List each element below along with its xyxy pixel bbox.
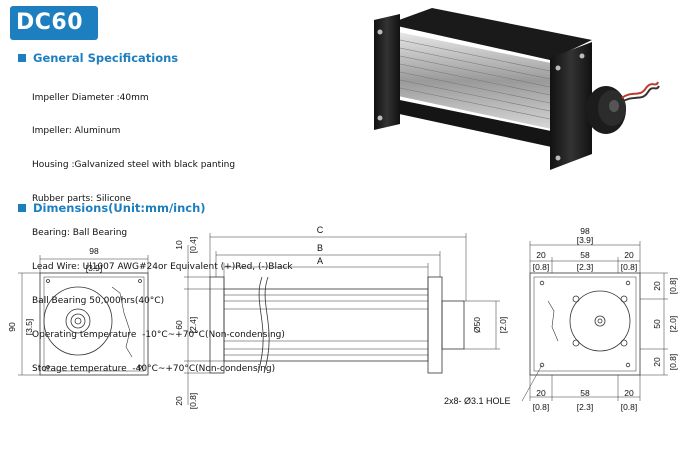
spec-line: Rubber parts: Silicone [32,194,132,205]
section-marker [18,204,26,212]
dimensions-heading: Dimensions(Unit:mm/inch) [18,201,206,215]
right-side-top-in: [0.8] [668,278,678,295]
front-bot-mm: 20 [174,396,184,406]
dim-c-label: C [317,225,324,235]
right-top-left-in: [0.8] [533,262,550,272]
right-bot-left-mm: 20 [536,388,546,398]
dimensions-title: Dimensions(Unit:mm/inch) [33,201,206,215]
right-bot-right-in: [0.8] [621,402,638,412]
left-width-in: [3.9] [86,263,103,273]
right-bot-right-mm: 20 [624,388,634,398]
product-photo [374,8,660,170]
right-bot-left-in: [0.8] [533,402,550,412]
right-top-right-mm: 20 [624,250,634,260]
right-side-mid-in: [2.0] [668,316,678,333]
spec-line: Impeller: Aluminum [32,126,121,137]
spec-line: Impeller Diameter :40mm [32,92,149,103]
right-width-mm: 98 [580,226,590,236]
left-height-in: [3.5] [24,319,34,336]
spec-line: Storage temperature -40°C~+70°C(Non-cond… [32,363,276,374]
front-bot-in: [0.8] [188,393,198,410]
front-mid-in: [2.4] [188,317,198,334]
right-side-top-mm: 20 [652,281,662,291]
technical-drawings: 98 [3.9] 90 [3.5] C B A 10 [0.4] 60 [2.4… [7,225,678,412]
right-top-right-in: [0.8] [621,262,638,272]
right-bot-mid-in: [2.3] [577,402,594,412]
right-top-left-mm: 20 [536,250,546,260]
general-spec-heading: General Specifications [18,51,178,65]
front-view-drawing [184,233,500,405]
spec-line: Bearing: Ball Bearing [32,228,128,239]
motor-dia-in: [2.0] [498,317,508,334]
spec-list: Impeller Diameter :40mm Impeller: Alumin… [32,70,293,386]
right-side-bot-in: [0.8] [668,354,678,371]
right-bot-mid-mm: 58 [580,388,590,398]
right-side-mid-mm: 50 [652,319,662,329]
section-marker [18,54,26,62]
front-mid-mm: 60 [174,320,184,330]
right-view-drawing [521,241,668,402]
right-top-mid-in: [2.3] [577,262,594,272]
spec-line: Housing :Galvanized steel with black pan… [32,160,236,171]
right-width-in: [3.9] [577,235,594,245]
model-title: DC60 [16,10,84,35]
right-side-bot-mm: 20 [652,357,662,367]
front-top-mm: 10 [174,240,184,250]
general-spec-title: General Specifications [33,51,179,65]
right-top-mid-mm: 58 [580,250,590,260]
left-view-drawing [18,255,149,376]
motor-dia-mm: Ø50 [472,317,482,333]
front-top-in: [0.4] [188,237,198,254]
dim-a-label: A [317,256,323,266]
left-width-mm: 98 [89,246,99,256]
spec-line: Operating temperature -10°C~+70°C(Non-co… [32,329,285,340]
left-height-mm: 90 [7,322,17,332]
hole-note: 2x8- Ø3.1 HOLE [444,396,511,406]
model-title-badge: DC60 [10,6,98,40]
dim-b-label: B [317,243,323,253]
